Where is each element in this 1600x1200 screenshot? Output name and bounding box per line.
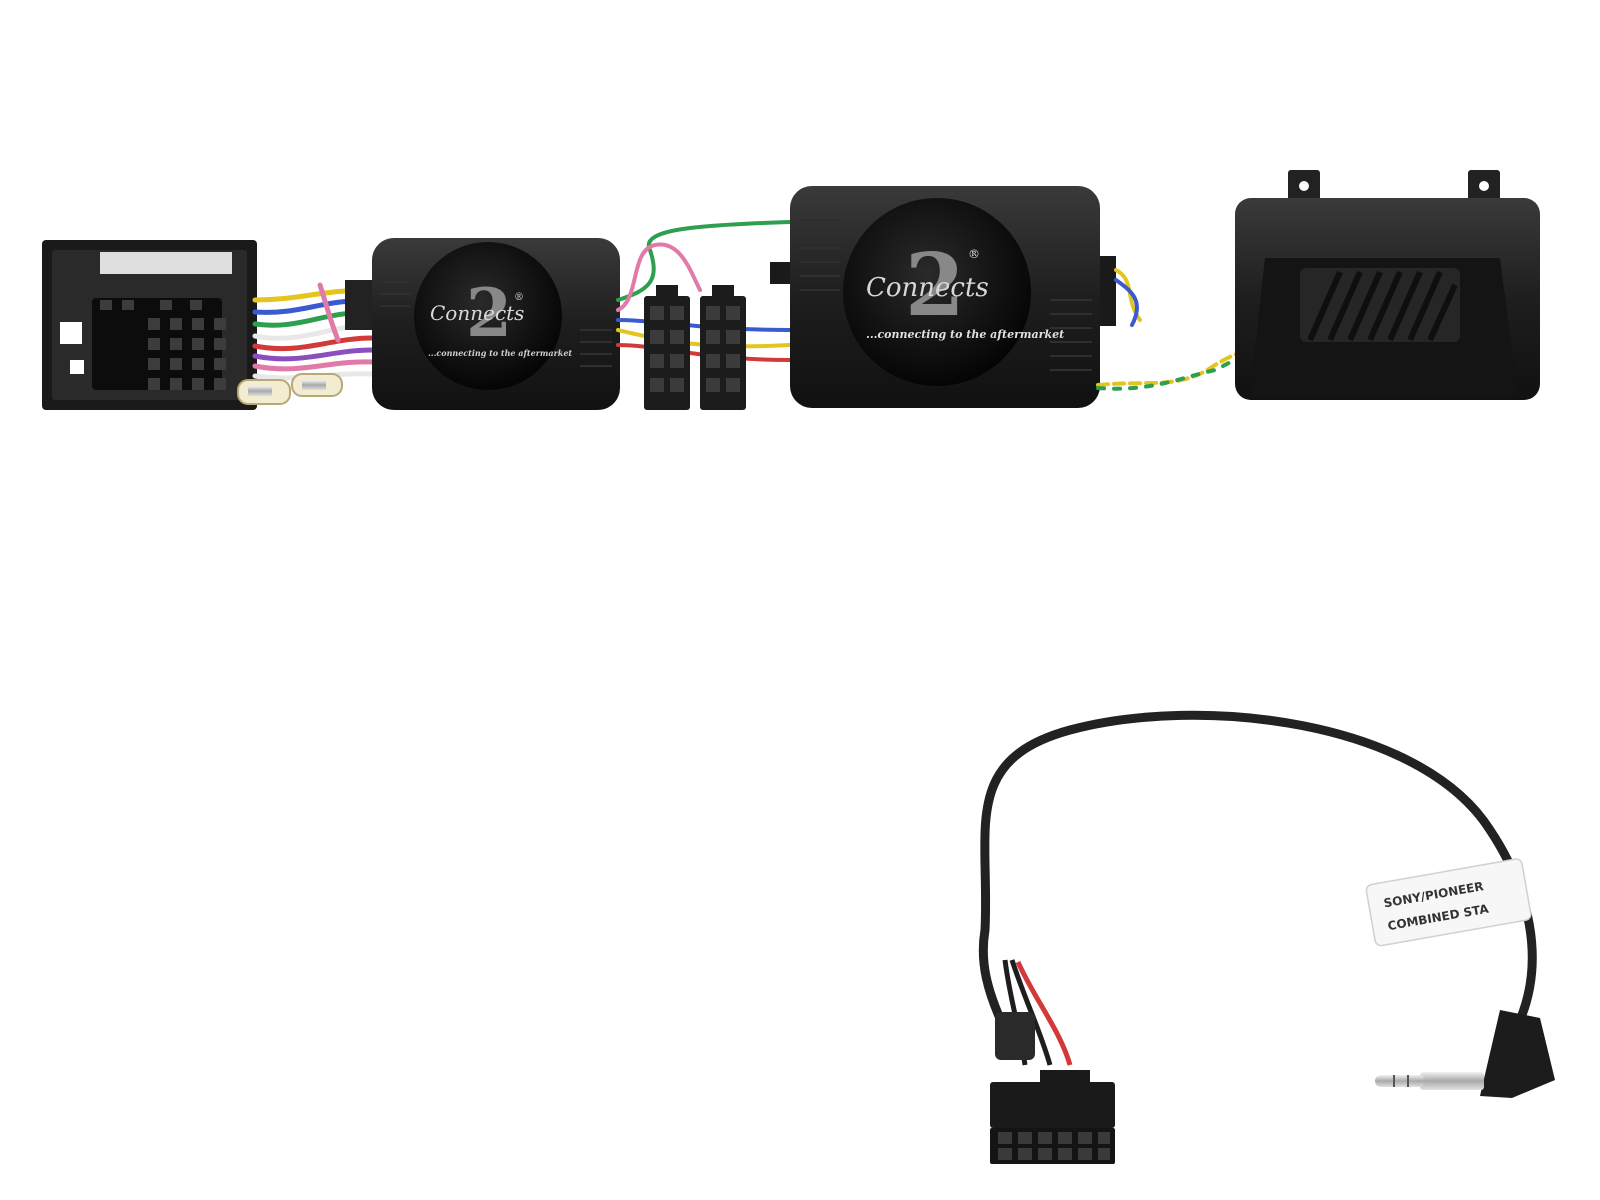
logo-word: Connects [430,301,524,325]
logo-numeral: 2 [466,274,512,352]
logo-word: Connects [866,273,989,303]
registered-mark: ® [968,247,980,261]
vehicle-connector [42,240,257,410]
multipin-connector [990,1070,1115,1164]
logo-numeral: 2 [905,235,965,336]
spade-terminals [237,373,343,405]
registered-mark: ® [514,292,524,303]
tagline: ...connecting to the aftermarket [866,328,1064,341]
interface-box-large: 2 Connects ® ...connecting to the afterm… [770,186,1116,408]
connector-pins [100,300,226,390]
receiver-module [1235,170,1540,400]
iso-plug-right [700,285,746,410]
logo-disc [843,198,1031,386]
jack-plug [1375,1010,1555,1098]
cable-label: SONY/PIONEER COMBINED STA [1365,858,1532,947]
wire-clip [345,280,375,330]
logo-disc [414,242,562,390]
patch-lead: SONY/PIONEER COMBINED STA [978,710,1555,1164]
tagline: ...connecting to the aftermarket [428,348,572,358]
interface-box-small: 2 Connects ® ...connecting to the afterm… [372,238,620,410]
vent-slats [1307,270,1458,342]
iso-plug-left [644,285,690,410]
